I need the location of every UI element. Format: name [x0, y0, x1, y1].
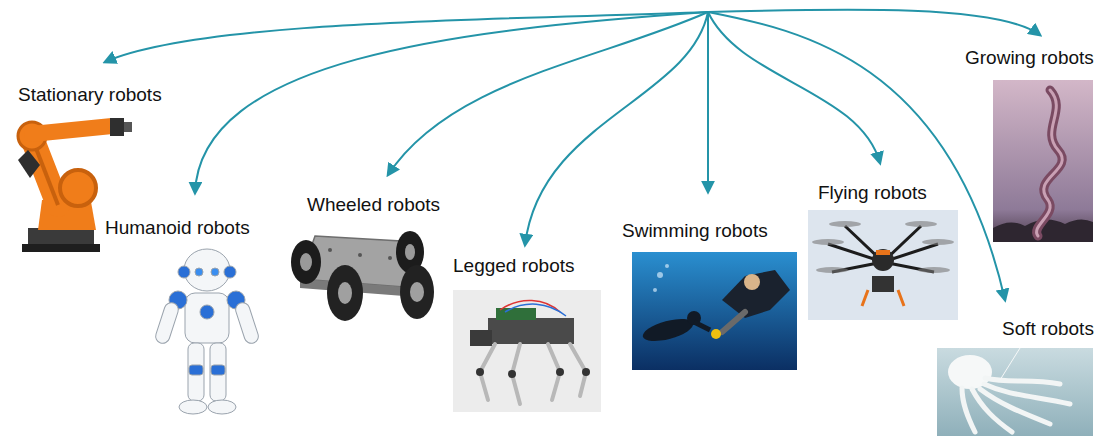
category-node: Soft robots [1000, 316, 1096, 343]
soft-robot-picture [937, 348, 1093, 436]
arrow [525, 12, 708, 245]
humanoid-picture [154, 249, 260, 414]
category-node: Wheeled robots [305, 192, 443, 219]
category-node: Flying robots [816, 180, 929, 207]
category-node: Growing robots [963, 45, 1096, 72]
category-label: Humanoid robots [105, 217, 250, 240]
category-label: Swimming robots [622, 220, 768, 243]
category-node: Legged robots [451, 253, 577, 280]
category-node: Stationary robots [16, 82, 164, 109]
flying-robot-picture [808, 210, 958, 320]
swimming-robot-picture [632, 252, 797, 370]
fan-arrows [105, 10, 1040, 300]
category-node: Swimming robots [620, 218, 770, 245]
arrow [388, 12, 708, 175]
category-label: Legged robots [453, 255, 575, 278]
legged-robot-picture [453, 290, 601, 412]
category-label: Stationary robots [18, 84, 162, 107]
growing-robot-picture [993, 80, 1093, 242]
category-label: Wheeled robots [307, 194, 441, 217]
wheeled-robot-picture [291, 231, 434, 321]
category-node: Humanoid robots [103, 215, 252, 242]
arrow [707, 12, 709, 192]
category-label: Growing robots [965, 47, 1094, 70]
category-label: Flying robots [818, 182, 927, 205]
category-label: Soft robots [1002, 318, 1094, 341]
